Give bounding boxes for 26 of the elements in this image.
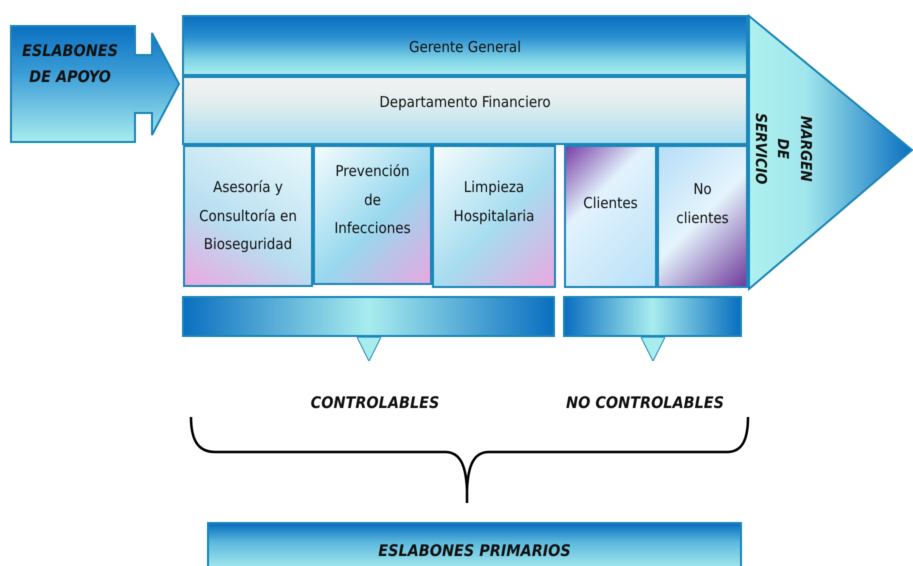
- down-arrow: [356, 336, 382, 362]
- label-text: Limpieza Hospitalaria: [452, 177, 536, 226]
- activity-box: [313, 145, 432, 285]
- label-text: ESLABONES DE APOYO: [21, 40, 119, 88]
- down-arrow: [640, 336, 666, 362]
- category-bar: [182, 296, 555, 337]
- header-band: [182, 15, 748, 76]
- support-arrow: [10, 25, 180, 143]
- activity-box: [564, 145, 657, 288]
- header-band: [182, 76, 748, 145]
- label-text: ESLABONES PRIMARIOS: [378, 540, 571, 562]
- margin-arrowhead: [748, 15, 913, 290]
- label-text: CONTROLABLES: [310, 392, 440, 414]
- label-text: Departamento Financiero: [379, 92, 551, 113]
- label-text: No clientes: [675, 179, 730, 228]
- label-text: Gerente General: [409, 37, 521, 58]
- activity-box: [432, 145, 556, 288]
- primary-links-bar: [207, 522, 742, 566]
- vertical-label: MARGEN DE SERVICIO: [750, 112, 816, 186]
- category-bar: [563, 296, 742, 337]
- label-text: Prevención de Infecciones: [333, 161, 412, 239]
- label-text: Asesoría y Consultoría en Bioseguridad: [198, 177, 298, 256]
- label-text: Clientes: [583, 193, 638, 214]
- activity-box: [657, 145, 748, 288]
- activity-box: [183, 145, 313, 287]
- label-text: NO CONTROLABLES: [566, 392, 724, 414]
